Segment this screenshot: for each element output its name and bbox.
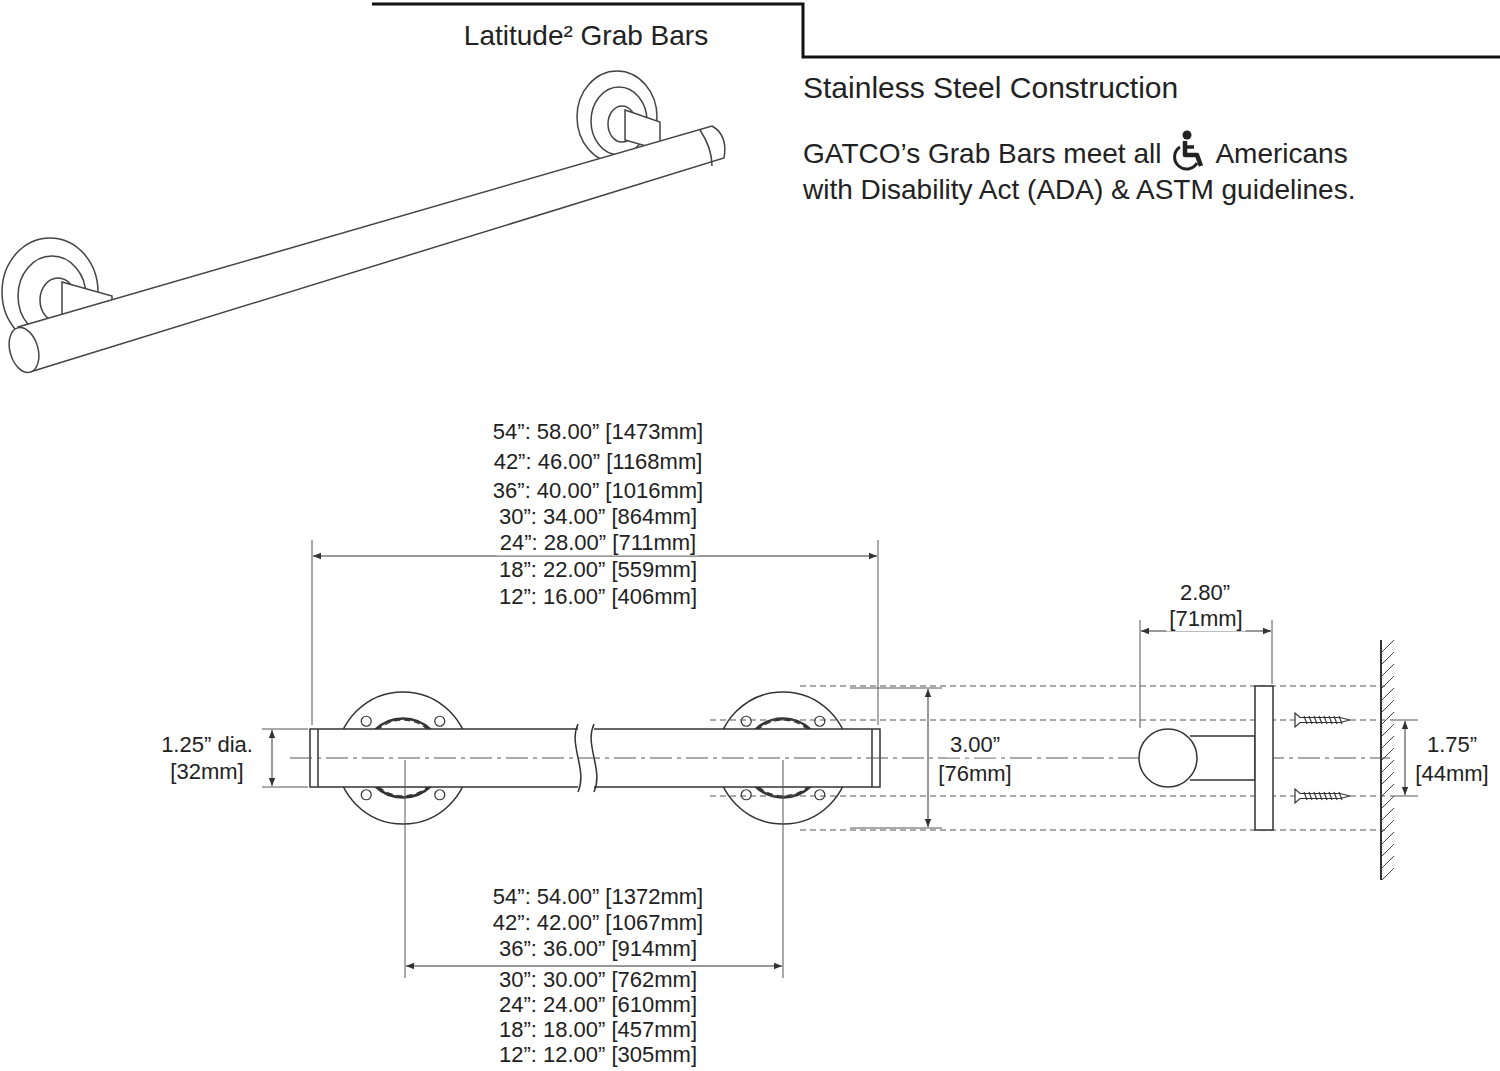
dimension-label: 54”: 58.00” [1473mm] — [490, 419, 706, 444]
screws — [1295, 713, 1350, 803]
wall-hatch — [1382, 640, 1394, 880]
dimension-label: 42”: 42.00” [1067mm] — [490, 910, 706, 935]
header-rule — [372, 4, 1500, 57]
dimension-label: 42”: 46.00” [1168mm] — [491, 449, 706, 474]
subtitle: Stainless Steel Construction — [803, 71, 1178, 106]
dimension-label: 30”: 34.00” [864mm] — [496, 504, 700, 529]
dimension-label: 54”: 54.00” [1372mm] — [490, 884, 706, 909]
title: Latitude² Grab Bars — [464, 20, 708, 52]
dimension-label: 3.00” — [947, 732, 1003, 757]
dimension-label: [44mm] — [1412, 761, 1491, 786]
dimension-label: [71mm] — [1166, 606, 1245, 631]
dimension-label: [76mm] — [935, 761, 1014, 786]
dimension-lines — [272, 556, 1405, 966]
compliance-text: with Disability Act (ADA) & ASTM guideli… — [803, 174, 1355, 206]
grab-bar-illustration — [2, 71, 725, 376]
dimension-label: 12”: 12.00” [305mm] — [496, 1042, 700, 1067]
dimension-label: 1.75” — [1424, 732, 1480, 757]
compliance-text: Americans — [1215, 138, 1347, 170]
dimension-label: 12”: 16.00” [406mm] — [496, 584, 700, 609]
dimension-label: 1.25” dia. — [158, 732, 256, 757]
dimension-label: 18”: 18.00” [457mm] — [496, 1017, 700, 1042]
dimension-label: 2.80” — [1177, 580, 1233, 605]
dimension-label: 30”: 30.00” [762mm] — [496, 967, 700, 992]
dimension-label: 18”: 22.00” [559mm] — [496, 557, 700, 582]
dimension-label: 36”: 40.00” [1016mm] — [490, 478, 706, 503]
projection-lines — [262, 540, 1418, 978]
dimension-label: 36”: 36.00” [914mm] — [496, 936, 700, 961]
compliance-text: GATCO’s Grab Bars meet all — [803, 138, 1161, 170]
side-view — [1139, 640, 1381, 880]
dimension-label: 24”: 24.00” [610mm] — [496, 992, 700, 1017]
dimension-label: [32mm] — [167, 759, 246, 784]
accessibility-icon — [1169, 130, 1209, 172]
dimension-label: 24”: 28.00” [711mm] — [497, 530, 699, 555]
